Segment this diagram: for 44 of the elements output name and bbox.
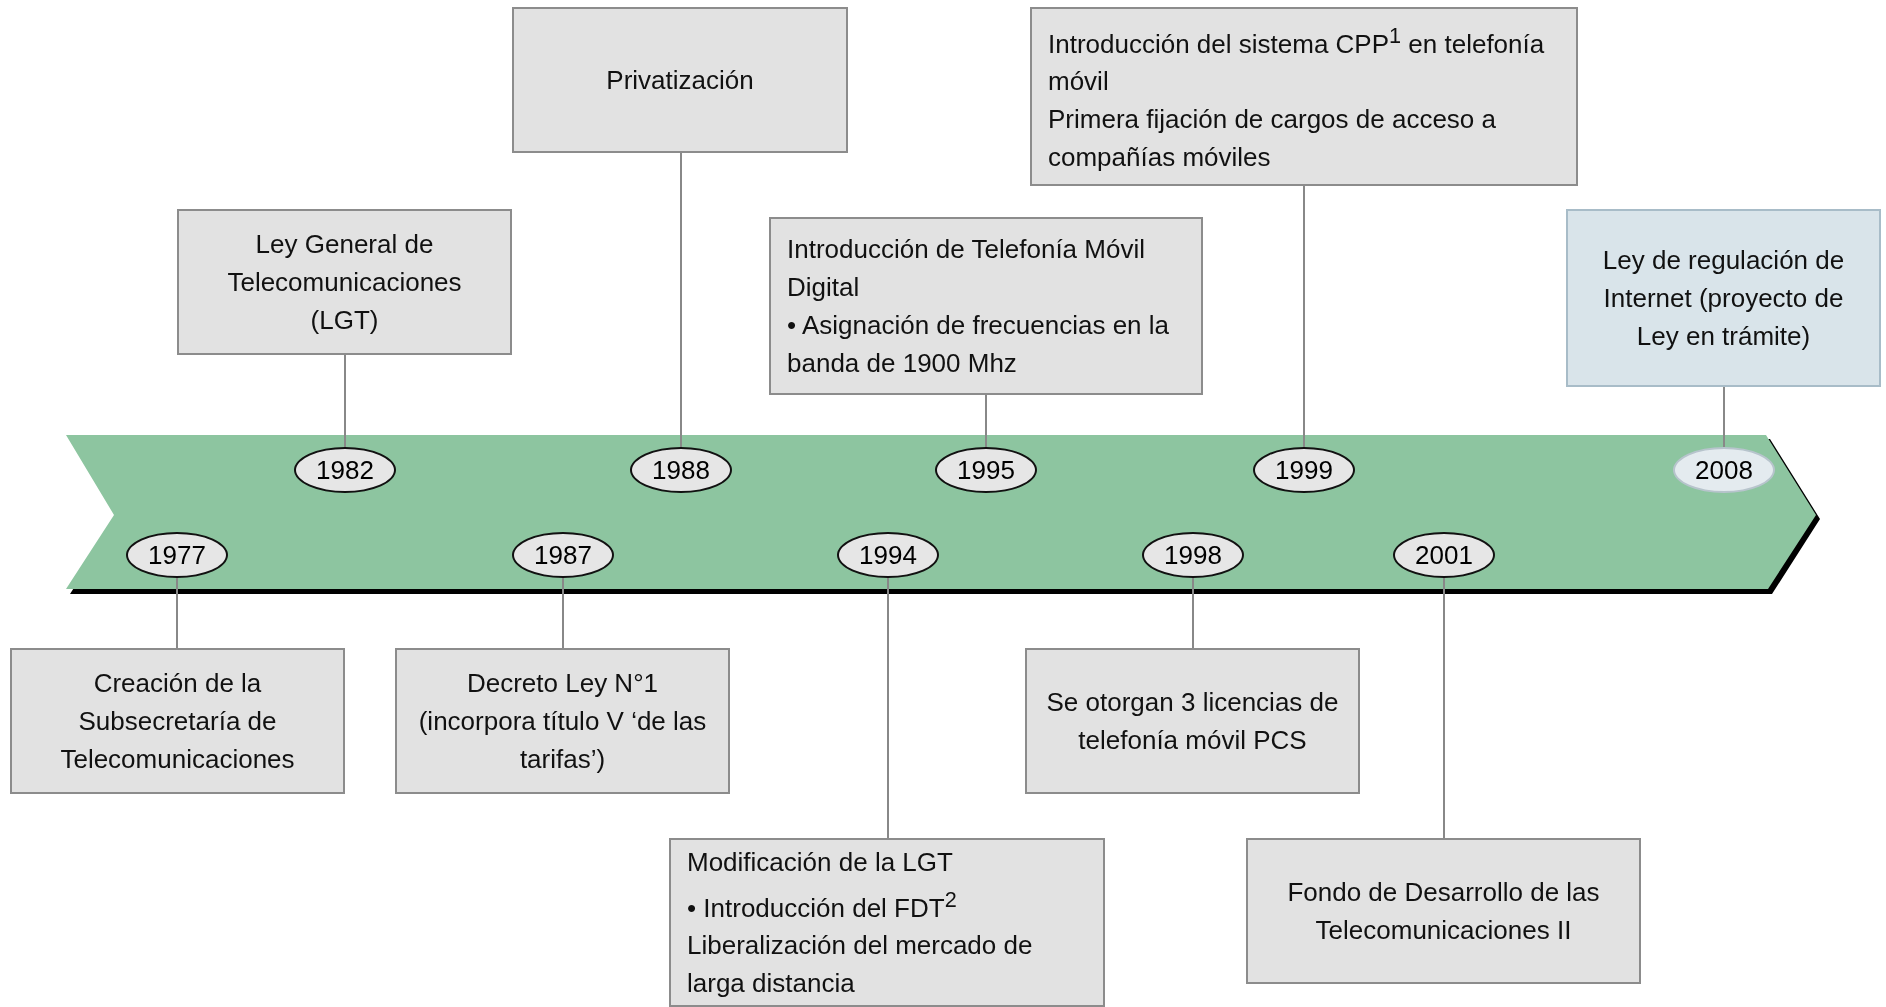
year-label: 1998 xyxy=(1164,539,1222,571)
event-text: Decreto Ley N°1 (incorpora título V ‘de las tarifas’) xyxy=(417,667,708,776)
event-text: Primera fijación de cargos de acceso a compañías móviles xyxy=(1048,103,1497,175)
year-label: 1994 xyxy=(859,539,917,571)
year-label: 1977 xyxy=(148,539,206,571)
event-box xyxy=(769,217,1203,395)
event-text: • Asignación de frecuencias en la banda de 1900 Mhz xyxy=(787,309,1170,380)
event-text: Ley de regulación de Internet (proyecto de Ley en trámite) xyxy=(1601,244,1846,353)
event-text: Privatización xyxy=(605,64,755,97)
event-box xyxy=(1030,7,1578,186)
event-text: Fondo de Desarrollo de las Telecomunicaciones II xyxy=(1286,876,1601,947)
event-text: Introducción del sistema CPP$^{1}$ en telefonía móvil xyxy=(1048,21,1546,99)
year-label: 1999 xyxy=(1275,454,1333,486)
connector-line xyxy=(1192,577,1194,649)
year-label: 1988 xyxy=(652,454,710,486)
event-box xyxy=(395,648,730,794)
event-box xyxy=(1246,838,1641,984)
year-label: 2001 xyxy=(1415,539,1473,571)
connector-line xyxy=(562,577,564,649)
year-label: 1987 xyxy=(534,539,592,571)
event-text: • Introducción del FDT$^{2}$ xyxy=(687,885,958,925)
event-text: Introducción de Telefonía Móvil Digital xyxy=(787,233,1146,304)
connector-line xyxy=(1723,386,1725,448)
event-text: Creación de la Subsecretaría de Telecomunicaciones xyxy=(59,667,296,776)
event-box xyxy=(512,7,848,153)
event-box xyxy=(10,648,345,794)
year-label: 1982 xyxy=(316,454,374,486)
connector-line xyxy=(985,394,987,448)
event-text: Liberalización del mercado de larga distancia xyxy=(687,929,1034,1001)
connector-line xyxy=(344,354,346,448)
event-box xyxy=(177,209,512,355)
event-text: Se otorgan 3 licencias de telefonía móvil PCS xyxy=(1045,686,1340,757)
connector-line xyxy=(176,577,178,649)
year-label: 1995 xyxy=(957,454,1015,486)
event-text: Ley General de Telecomunicaciones (LGT) xyxy=(226,228,463,337)
event-box xyxy=(1025,648,1360,794)
connector-line xyxy=(887,577,889,839)
connector-line xyxy=(680,152,682,448)
connector-line xyxy=(1443,577,1445,839)
event-box xyxy=(1566,209,1881,387)
event-box xyxy=(669,838,1105,1007)
year-label: 2008 xyxy=(1695,454,1753,486)
connector-line xyxy=(1303,185,1305,448)
event-text: Modificación de la LGT xyxy=(687,845,954,879)
